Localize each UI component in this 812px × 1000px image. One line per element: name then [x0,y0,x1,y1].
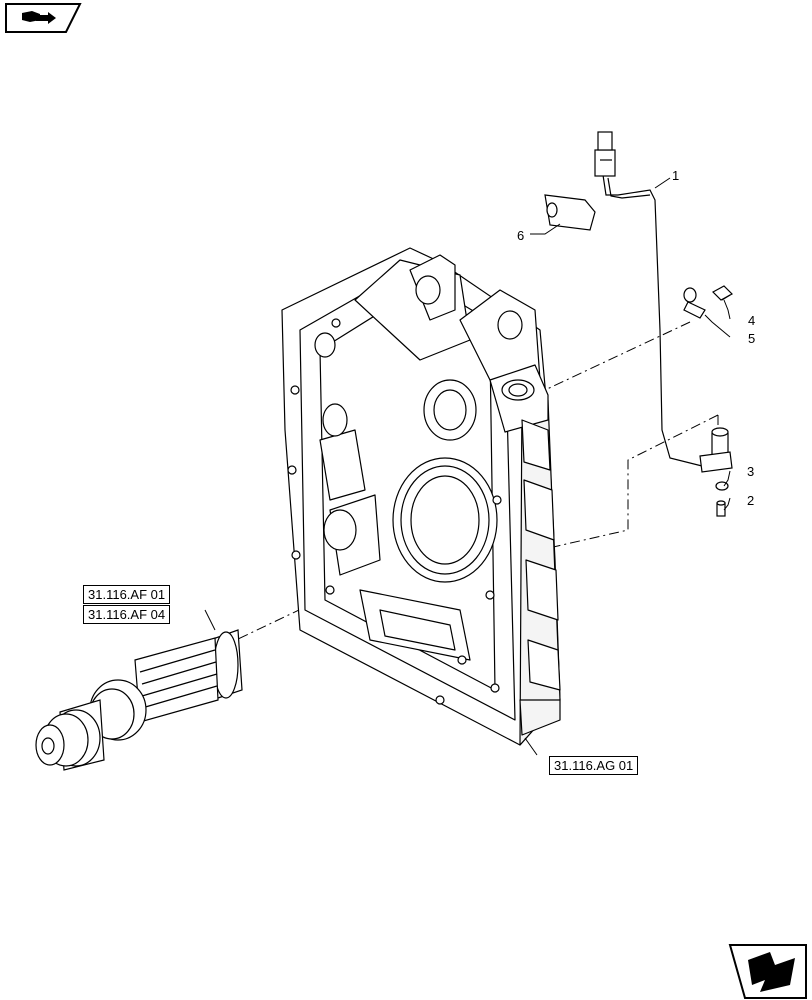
callout-5: 5 [748,331,755,346]
book-arrow-icon[interactable] [5,3,82,33]
callout-6: 6 [517,228,524,243]
speed-sensor-harness [594,131,733,473]
pto-shaft [35,629,243,771]
bolt-4 [712,285,733,301]
clamp-5 [683,287,706,319]
callout-1: 1 [672,168,679,183]
screw-2 [716,500,726,517]
callout-4: 4 [748,313,755,328]
harness-clip [544,194,596,231]
callout-2: 2 [747,493,754,508]
ref-31-116-af-04[interactable]: 31.116.AF 04 [83,605,171,624]
leader-lines [204,177,731,756]
ref-31-116-af-01[interactable]: 31.116.AF 01 [83,585,171,604]
ref-31-116-ag-01[interactable]: 31.116.AG 01 [549,756,639,775]
next-page-arrow-icon[interactable] [728,944,807,999]
gearbox-housing [281,247,561,746]
callout-3: 3 [747,464,754,479]
